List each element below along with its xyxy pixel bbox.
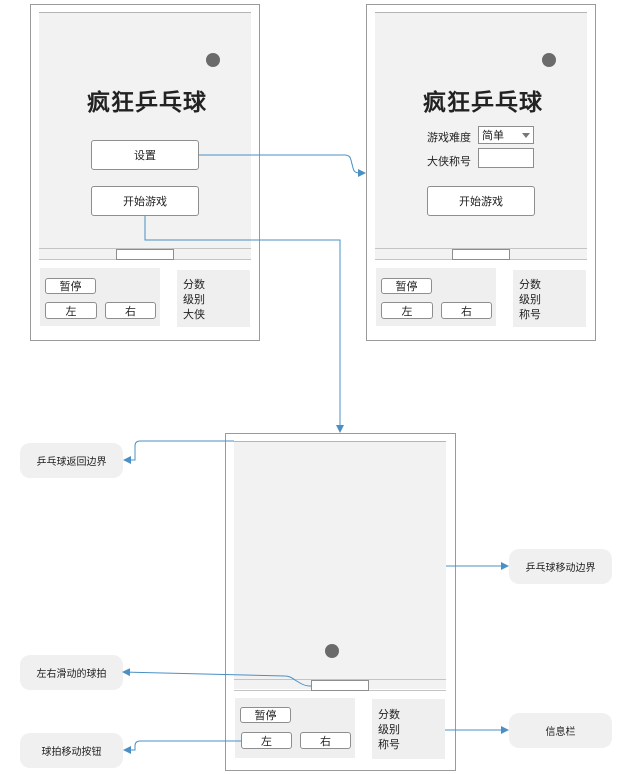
settings-button[interactable]: 设置 [91, 140, 199, 170]
info-score: 分数 [183, 278, 205, 291]
start-game-button[interactable]: 开始游戏 [91, 186, 199, 216]
connector-settings-to-settings-screen [199, 154, 366, 177]
difficulty-value: 简单 [482, 129, 504, 142]
info-score: 分数 [519, 278, 541, 291]
main-menu-title: 疯狂乒乓球 [87, 90, 207, 116]
game-info: 分数 级别 称号 [378, 707, 400, 752]
info-hero: 大侠 [183, 308, 205, 321]
game-right-button[interactable]: 右 [300, 732, 351, 749]
settings-top-line [375, 12, 587, 13]
connector-return-boundary [123, 440, 234, 464]
settings-title: 疯狂乒乓球 [423, 90, 543, 116]
callout-info-bar: 信息栏 [509, 713, 612, 748]
difficulty-label: 游戏难度 [427, 131, 471, 144]
info-score: 分数 [378, 708, 400, 721]
left-button[interactable]: 左 [45, 302, 97, 319]
info-level: 级别 [183, 293, 205, 306]
callout-return-boundary: 乒乓球返回边界 [20, 443, 123, 478]
connector-paddle-buttons [123, 740, 241, 754]
info-nickname: 称号 [519, 308, 541, 321]
chevron-down-icon [522, 133, 530, 138]
callout-paddle: 左右滑动的球拍 [20, 655, 123, 690]
main-menu-info-panel [177, 270, 250, 327]
main-menu-top-line [39, 12, 251, 13]
settings-start-game-button[interactable]: 开始游戏 [427, 186, 535, 216]
settings-left-button[interactable]: 左 [381, 302, 433, 319]
main-menu-bottom-line [39, 248, 251, 249]
info-nickname: 称号 [378, 738, 400, 751]
game-top-line [234, 441, 446, 442]
nickname-label: 大侠称号 [427, 155, 471, 168]
game-ball [325, 644, 339, 658]
settings-info-panel [513, 270, 586, 327]
nickname-input[interactable] [478, 148, 534, 168]
settings-paddle [452, 249, 510, 260]
settings-pause-button[interactable]: 暂停 [381, 278, 432, 294]
main-menu-ball [206, 53, 220, 67]
settings-ball [542, 53, 556, 67]
difficulty-select[interactable]: 简单 [478, 126, 534, 144]
settings-info: 分数 级别 称号 [519, 277, 541, 322]
settings-right-button[interactable]: 右 [441, 302, 492, 319]
callout-paddle-buttons: 球拍移动按钮 [20, 733, 123, 768]
right-button[interactable]: 右 [105, 302, 156, 319]
connector-paddle [122, 668, 311, 687]
game-pause-button[interactable]: 暂停 [240, 707, 291, 723]
pause-button[interactable]: 暂停 [45, 278, 96, 294]
settings-bottom-line [375, 248, 587, 249]
game-info-panel [372, 699, 445, 759]
callout-move-boundary: 乒乓球移动边界 [509, 549, 612, 584]
connector-start-to-game [144, 216, 344, 433]
info-level: 级别 [519, 293, 541, 306]
info-level: 级别 [378, 723, 400, 736]
game-left-button[interactable]: 左 [241, 732, 292, 749]
main-menu-paddle [116, 249, 174, 260]
game-bottom-line [234, 679, 446, 680]
game-screen [234, 441, 446, 689]
game-paddle[interactable] [311, 680, 369, 691]
main-menu-info: 分数 级别 大侠 [183, 277, 205, 322]
